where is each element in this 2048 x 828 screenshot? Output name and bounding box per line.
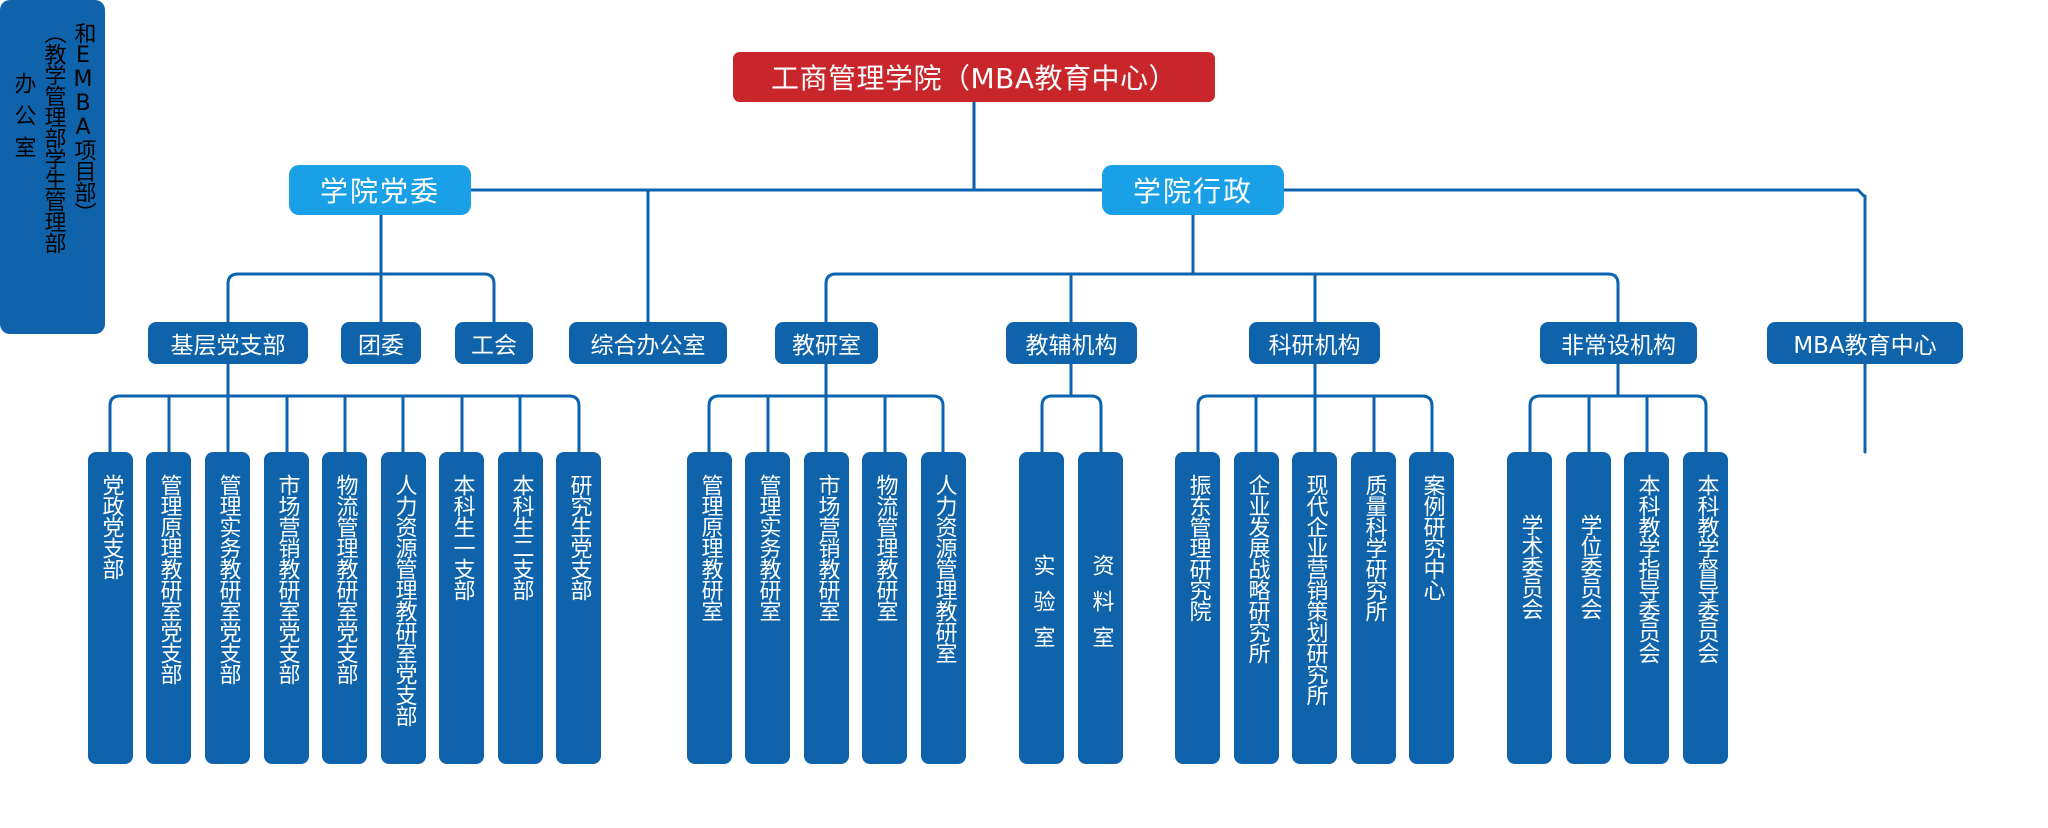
leaf-teaching-1: 管理原理教研室 — [687, 452, 732, 764]
leaf-grassroots-4: 市场营销教研室党支部 — [264, 452, 309, 764]
leaf-auxiliary-archive: 资料室 — [1078, 452, 1123, 764]
administration-node: 学院行政 — [1102, 165, 1284, 215]
leaf-research-1: 振东管理研究院 — [1175, 452, 1220, 764]
leaf-grassroots-1: 党政党支部 — [88, 452, 133, 764]
research-institutions-node: 科研机构 — [1249, 322, 1380, 364]
leaf-research-5: 案例研究中心 — [1409, 452, 1454, 764]
teaching-research-node: 教研室 — [775, 322, 878, 364]
leaf-teaching-3: 市场营销教研室 — [804, 452, 849, 764]
leaf-grassroots-9: 研究生党支部 — [556, 452, 601, 764]
leaf-grassroots-3: 管理实务教研室党支部 — [205, 452, 250, 764]
non-standing-bodies-node: 非常设机构 — [1540, 322, 1697, 364]
teaching-auxiliary-node: 教辅机构 — [1006, 322, 1137, 364]
leaf-nonstanding-4: 本科教学督导委员会 — [1683, 452, 1728, 764]
general-office-node: 综合办公室 — [569, 322, 727, 364]
leaf-nonstanding-2: 学位委员会 — [1566, 452, 1611, 764]
leaf-research-2: 企业发展战略研究所 — [1234, 452, 1279, 764]
mba-leaf-line-3: 办公室 — [10, 72, 36, 168]
leaf-research-4: 质量科学研究所 — [1351, 452, 1396, 764]
leaf-nonstanding-3: 本科教学指导委员会 — [1624, 452, 1669, 764]
leaf-mba-management: 和EMBA项目部） （教学管理部学生管理部 办公室 — [0, 0, 105, 334]
leaf-research-3: 现代企业营销策划研究所 — [1292, 452, 1337, 764]
party-committee-node: 学院党委 — [289, 165, 471, 215]
root-node: 工商管理学院（MBA教育中心） — [733, 52, 1215, 102]
grassroots-branch-node: 基层党支部 — [148, 322, 308, 364]
leaf-teaching-5: 人力资源管理教研室 — [921, 452, 966, 764]
leaf-grassroots-2: 管理原理教研室党支部 — [146, 452, 191, 764]
leaf-auxiliary-lab: 实验室 — [1019, 452, 1064, 764]
leaf-teaching-2: 管理实务教研室 — [745, 452, 790, 764]
mba-leaf-line-1: 和EMBA项目部） — [70, 22, 96, 223]
leaf-teaching-4: 物流管理教研室 — [862, 452, 907, 764]
leaf-grassroots-8: 本科生二支部 — [498, 452, 543, 764]
leaf-grassroots-7: 本科生一支部 — [439, 452, 484, 764]
mba-leaf-line-2: （教学管理部学生管理部 — [40, 22, 66, 253]
leaf-grassroots-6: 人力资源管理教研室党支部 — [381, 452, 426, 764]
leaf-grassroots-5: 物流管理教研室党支部 — [322, 452, 367, 764]
labor-union-node: 工会 — [455, 322, 533, 364]
youth-league-node: 团委 — [341, 322, 421, 364]
mba-center-node: MBA教育中心 — [1767, 322, 1963, 364]
leaf-nonstanding-1: 学术委员会 — [1507, 452, 1552, 764]
